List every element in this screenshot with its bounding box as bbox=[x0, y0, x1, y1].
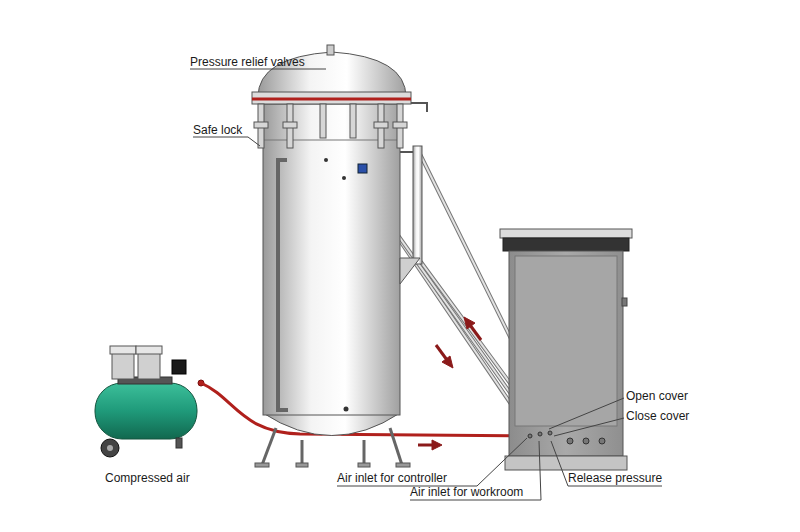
port-label: Release pressure bbox=[568, 471, 662, 485]
port-label: Air inlet for workroom bbox=[410, 485, 523, 499]
callout-label: Safe lock bbox=[193, 123, 242, 137]
port-label: Air inlet for controller bbox=[337, 471, 447, 485]
port-label: Open cover bbox=[626, 389, 688, 403]
callout-label: Pressure relief valves bbox=[190, 55, 305, 69]
equipment-label: Compressed air bbox=[105, 471, 190, 485]
port-label: Close cover bbox=[626, 409, 689, 423]
